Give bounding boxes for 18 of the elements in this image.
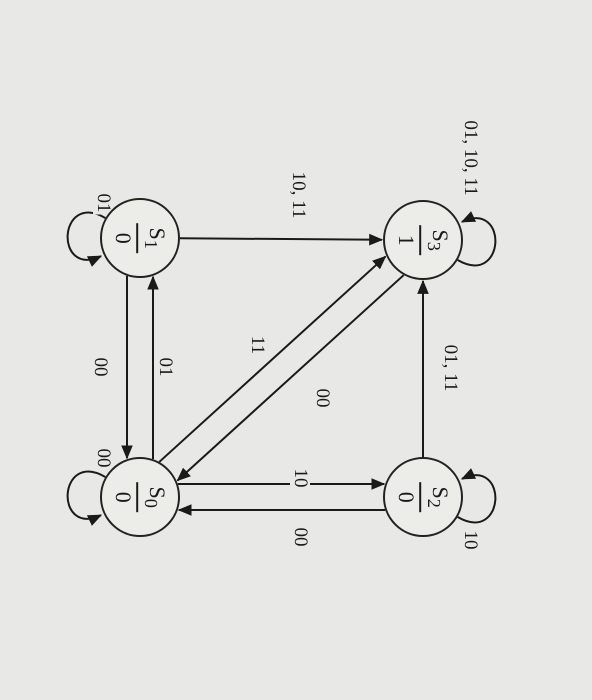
arrow (417, 280, 429, 457)
state-circle (383, 200, 463, 280)
self-loop-arrow (66, 470, 106, 525)
arrow (178, 478, 386, 490)
arrow (178, 504, 386, 516)
arrow (176, 274, 404, 482)
state-output: 0 (394, 492, 417, 502)
state-output: 0 (112, 492, 134, 502)
arrow (180, 234, 384, 246)
self-loop-arrow (66, 212, 106, 266)
arrow (121, 276, 133, 460)
state-output: 1 (394, 234, 417, 246)
self-loop-arrow (457, 212, 496, 266)
arrow (158, 256, 386, 463)
self-loop-arrow (457, 469, 496, 524)
arrow (147, 276, 159, 460)
edge-label: 01, 11 (440, 342, 460, 394)
state-output: 0 (112, 232, 134, 244)
